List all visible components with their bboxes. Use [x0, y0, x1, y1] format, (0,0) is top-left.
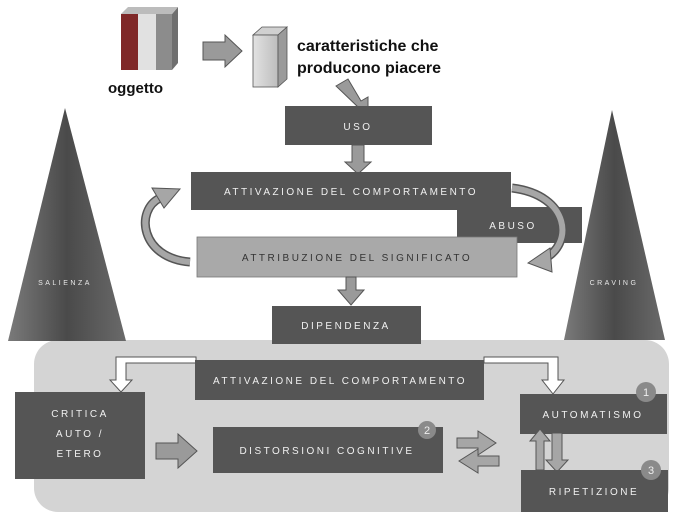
arrow-distorsioni-to-automatismo — [456, 430, 497, 456]
badge-1-label: 1 — [643, 387, 649, 399]
arrow-attribuzione-to-dipendenza — [336, 276, 366, 306]
attivazione-top-box — [191, 172, 511, 210]
salienza-triangle — [8, 108, 126, 341]
features-label-line1: caratteristiche che — [297, 38, 439, 55]
critica-label-line2: AUTO / — [56, 429, 104, 440]
dipendenza-box — [272, 306, 421, 344]
craving-label: CRAVING — [590, 280, 639, 287]
distorsioni-box — [213, 427, 443, 473]
arrow-uso-to-attivazione — [343, 144, 373, 175]
arrow-attivazione-to-critica-icon — [108, 356, 197, 393]
features-label-line2: producono piacere — [297, 60, 441, 77]
attivazione-bottom-box — [195, 360, 484, 400]
arrow-object-to-features — [202, 33, 243, 69]
craving-triangle — [564, 110, 665, 340]
uso-box — [285, 106, 432, 145]
abuso-label: ABUSO — [489, 221, 537, 232]
ripetizione-box — [521, 470, 668, 512]
oggetto-label: oggetto — [108, 80, 163, 97]
right-cycle-arrow-icon — [511, 183, 567, 273]
dipendenza-label: DIPENDENZA — [301, 321, 390, 332]
object-cube-icon — [121, 7, 178, 70]
arrow-automatismo-to-ripetizione — [544, 432, 570, 473]
badge-2-label: 2 — [424, 425, 430, 437]
attivazione-bottom-label: ATTIVAZIONE DEL COMPORTAMENTO — [213, 376, 467, 387]
attivazione-top-label: ATTIVAZIONE DEL COMPORTAMENTO — [224, 187, 478, 198]
badge-3-label: 3 — [648, 465, 654, 477]
lower-panel — [34, 340, 669, 512]
automatismo-label: AUTOMATISMO — [542, 410, 643, 421]
critica-label-line1: CRITICA — [51, 409, 109, 420]
critica-label-line3: ETERO — [57, 449, 104, 460]
badge-1 — [636, 382, 656, 402]
arrow-critica-to-distorsioni — [155, 432, 198, 470]
attribuzione-label: ATTRIBUZIONE DEL SIGNIFICATO — [242, 253, 472, 264]
salienza-label: SALIENZA — [38, 280, 92, 287]
badge-3 — [641, 460, 661, 480]
badge-2 — [418, 421, 436, 439]
critica-box — [15, 392, 145, 479]
distorsioni-label: DISTORSIONI COGNITIVE — [239, 446, 414, 457]
uso-label: USO — [343, 122, 372, 133]
arrow-attivazione-to-automatismo-icon — [483, 356, 566, 395]
arrow-ripetizione-to-automatismo — [528, 428, 552, 471]
left-cycle-arrow-icon — [140, 187, 191, 267]
features-cube-icon — [251, 26, 289, 88]
attribuzione-box — [196, 236, 518, 278]
ripetizione-label: RIPETIZIONE — [549, 487, 639, 498]
arrow-ripetizione-to-distorsioni — [458, 448, 500, 474]
